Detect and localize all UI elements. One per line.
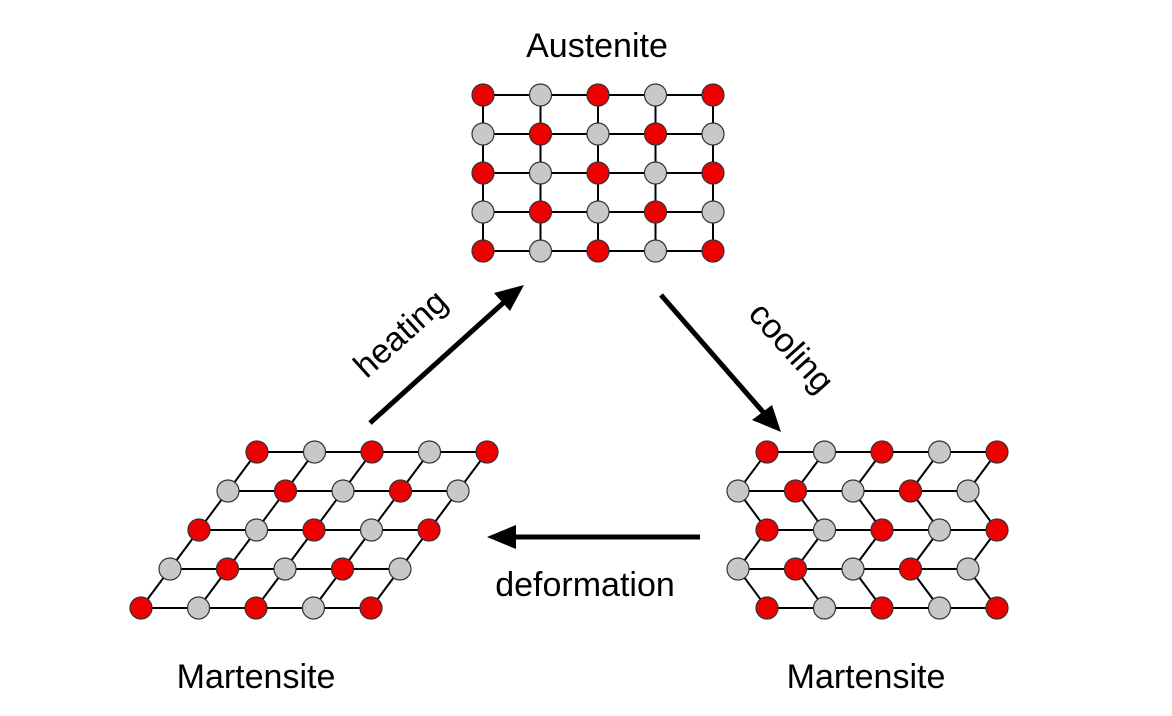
cooling-arrow	[659, 293, 781, 432]
red-atom	[215, 557, 240, 581]
gray-atom	[528, 83, 553, 107]
red-atom	[898, 479, 923, 503]
martensite-right-lattice	[726, 440, 1009, 620]
gray-atom	[471, 122, 495, 146]
deformation-label: deformation	[495, 566, 675, 604]
red-atom	[870, 440, 894, 464]
cooling-label: cooling	[741, 295, 841, 401]
gray-atom	[586, 200, 610, 224]
red-atom	[586, 161, 610, 185]
gray-atom	[643, 239, 668, 263]
gray-atom	[446, 479, 470, 503]
red-atom	[586, 239, 610, 263]
red-atom	[471, 83, 495, 107]
red-atom	[528, 122, 553, 146]
martensite-left-title: Martensite	[177, 658, 336, 696]
red-atom	[783, 557, 808, 581]
red-atom	[643, 122, 668, 146]
gray-atom	[841, 479, 865, 503]
red-atom	[701, 83, 725, 107]
red-atom	[360, 440, 384, 464]
red-atom	[244, 596, 268, 620]
gray-atom	[158, 557, 182, 581]
gray-atom	[726, 479, 750, 503]
austenite-lattice	[471, 83, 725, 263]
gray-atom	[701, 200, 725, 224]
gray-atom	[841, 557, 865, 581]
gray-atom	[273, 557, 297, 581]
gray-atom	[956, 557, 980, 581]
martensite-right-title: Martensite	[787, 658, 946, 696]
gray-atom	[528, 161, 553, 185]
austenite-title: Austenite	[526, 27, 668, 65]
gray-atom	[528, 239, 553, 263]
red-atom	[701, 161, 725, 185]
red-atom	[330, 557, 355, 581]
red-atom	[985, 440, 1009, 464]
red-atom	[475, 440, 499, 464]
red-atom	[245, 440, 269, 464]
gray-atom	[927, 440, 952, 464]
red-atom	[417, 518, 441, 542]
gray-atom	[927, 596, 952, 620]
red-atom	[471, 161, 495, 185]
deformation-arrow	[487, 525, 700, 549]
red-atom	[643, 200, 668, 224]
heating-label: heating	[346, 282, 454, 385]
gray-atom	[812, 518, 837, 542]
gray-atom	[726, 557, 750, 581]
red-atom	[870, 596, 894, 620]
red-atom	[273, 479, 298, 503]
gray-atom	[186, 596, 211, 620]
red-atom	[528, 200, 553, 224]
red-atom	[187, 518, 211, 542]
gray-atom	[359, 518, 384, 542]
gray-atom	[301, 596, 326, 620]
red-atom	[755, 596, 779, 620]
red-atom	[985, 518, 1009, 542]
heating-arrow	[368, 285, 524, 425]
red-atom	[701, 239, 725, 263]
red-atom	[898, 557, 923, 581]
gray-atom	[643, 161, 668, 185]
gray-atom	[244, 518, 269, 542]
red-atom	[471, 239, 495, 263]
gray-atom	[812, 596, 837, 620]
red-atom	[755, 518, 779, 542]
gray-atom	[471, 200, 495, 224]
red-atom	[302, 518, 326, 542]
red-atom	[586, 83, 610, 107]
gray-atom	[216, 479, 240, 503]
red-atom	[985, 596, 1009, 620]
gray-atom	[388, 557, 412, 581]
gray-atom	[956, 479, 980, 503]
gray-atom	[586, 122, 610, 146]
red-atom	[359, 596, 383, 620]
gray-atom	[701, 122, 725, 146]
red-atom	[755, 440, 779, 464]
martensite-left-lattice	[129, 440, 499, 620]
gray-atom	[302, 440, 327, 464]
red-atom	[388, 479, 413, 503]
red-atom	[870, 518, 894, 542]
gray-atom	[331, 479, 355, 503]
gray-atom	[417, 440, 442, 464]
gray-atom	[643, 83, 668, 107]
red-atom	[129, 596, 153, 620]
red-atom	[783, 479, 808, 503]
gray-atom	[812, 440, 837, 464]
gray-atom	[927, 518, 952, 542]
